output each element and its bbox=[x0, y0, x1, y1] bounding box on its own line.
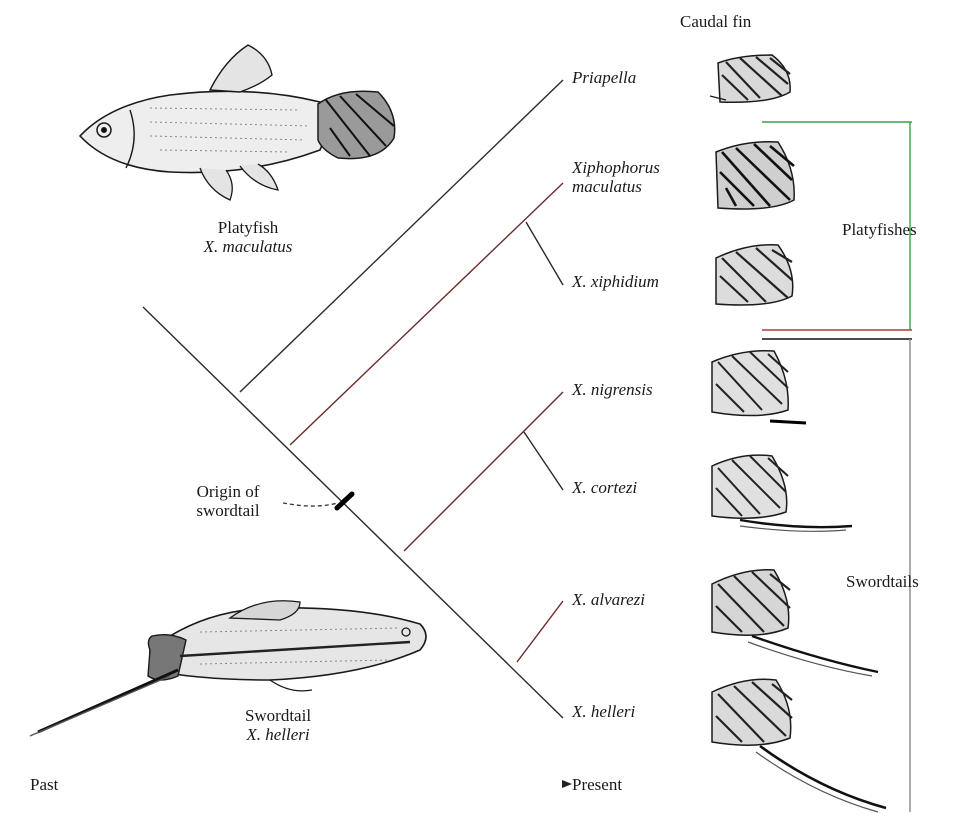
time-axis-present-label: Present bbox=[572, 775, 622, 794]
time-axis-arrowhead bbox=[562, 780, 572, 788]
platyfish-scientific-name: X. maculatus bbox=[178, 237, 318, 256]
branch-platyfish-clade bbox=[290, 183, 563, 445]
caudal-fin-header: Caudal fin bbox=[680, 12, 751, 31]
group-label-platyfishes: Platyfishes bbox=[842, 220, 917, 239]
platyfish-common-name: Platyfish bbox=[178, 218, 318, 237]
caudal-fin-x-maculatus bbox=[716, 142, 794, 209]
taxon-label-x-maculatus-line2: maculatus bbox=[572, 177, 660, 196]
origin-label-line2: swordtail bbox=[170, 501, 286, 520]
branch-swordtail-clade bbox=[404, 392, 563, 551]
swordtail-scientific-name: X. helleri bbox=[218, 725, 338, 744]
caudal-fin-priapella bbox=[710, 55, 790, 102]
time-axis-past-label: Past bbox=[30, 775, 58, 794]
taxon-label-x-cortezi: X. cortezi bbox=[572, 478, 637, 497]
origin-of-swordtail-label: Origin of swordtail bbox=[170, 482, 286, 520]
taxon-label-priapella: Priapella bbox=[572, 68, 636, 87]
taxon-label-x-xiphidium: X. xiphidium bbox=[572, 272, 659, 291]
group-label-swordtails: Swordtails bbox=[846, 572, 919, 591]
taxon-label-x-helleri: X. helleri bbox=[572, 702, 635, 721]
caudal-fin-x-helleri bbox=[712, 679, 886, 812]
taxon-label-x-maculatus: Xiphophorus maculatus bbox=[572, 158, 660, 196]
branch-x-xiphidium bbox=[526, 222, 563, 285]
caudal-fin-x-cortezi bbox=[712, 455, 852, 531]
platyfish-caption: Platyfish X. maculatus bbox=[178, 218, 318, 256]
swordtail-common-name: Swordtail bbox=[218, 706, 338, 725]
origin-label-line1: Origin of bbox=[170, 482, 286, 501]
taxon-label-x-maculatus-line1: Xiphophorus bbox=[572, 158, 660, 177]
time-axis bbox=[82, 780, 572, 788]
swordtail-caption: Swordtail X. helleri bbox=[218, 706, 338, 744]
branch-alvarezi bbox=[517, 601, 563, 662]
branch-x-cortezi bbox=[524, 432, 563, 490]
platyfish-illustration bbox=[80, 45, 395, 200]
caudal-fin-x-nigrensis bbox=[712, 351, 806, 423]
swordtail-origin-marker bbox=[283, 494, 352, 508]
taxon-label-x-alvarezi: X. alvarezi bbox=[572, 590, 645, 609]
caudal-fin-x-xiphidium bbox=[716, 245, 793, 305]
taxon-label-x-nigrensis: X. nigrensis bbox=[572, 380, 653, 399]
